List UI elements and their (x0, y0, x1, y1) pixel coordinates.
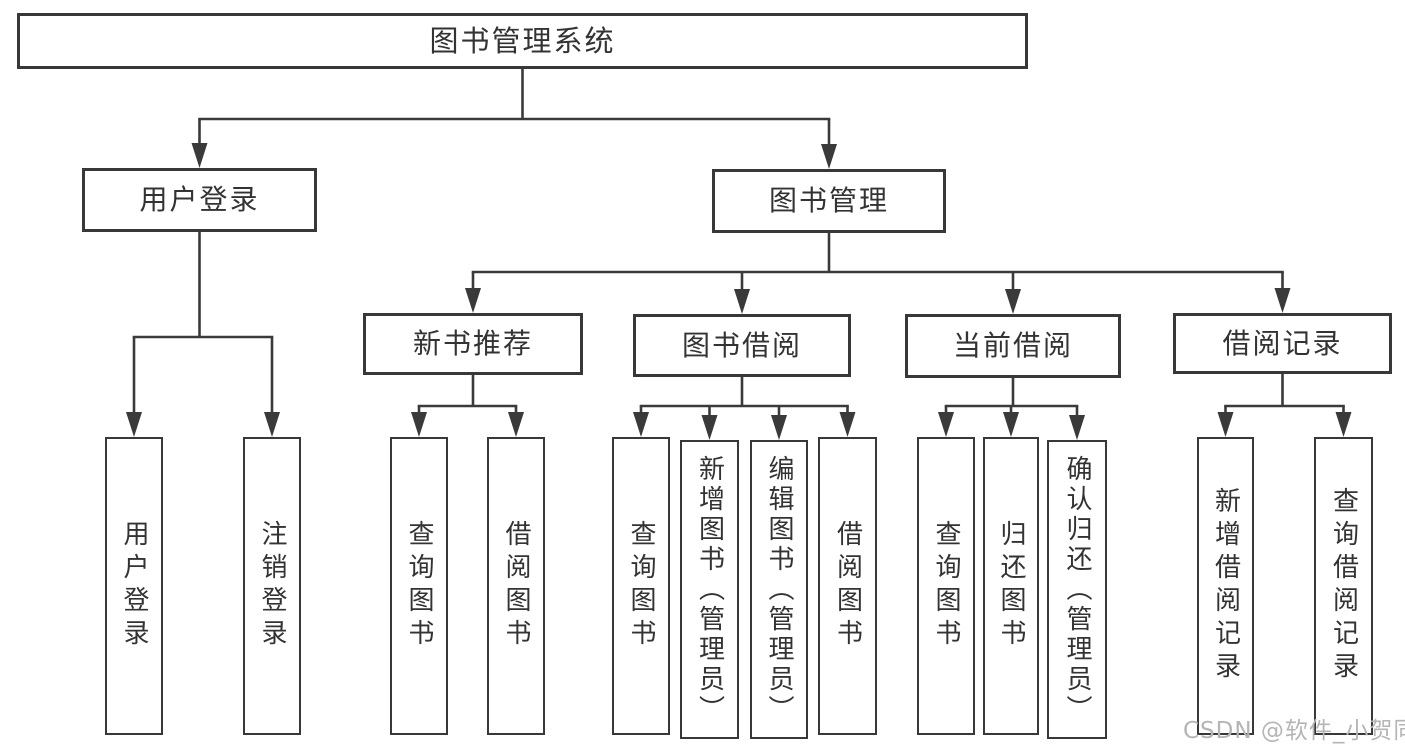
leaf-borrow-books: 借阅图书 (818, 437, 877, 735)
node-label: 图书借阅 (681, 328, 802, 362)
node-book-management: 图书管理 (712, 169, 946, 233)
node-label: 查询图书 (626, 520, 656, 652)
node-label: 编辑图书（管理员） (764, 454, 794, 725)
node-label: 查询图书 (404, 520, 434, 652)
node-label: 新增图书（管理员） (694, 454, 725, 725)
node-label: 新书推荐 (412, 327, 533, 360)
node-book-borrowing: 图书借阅 (633, 314, 851, 377)
node-label: 新增借阅记录 (1210, 487, 1241, 685)
node-label: 借阅图书 (832, 520, 863, 652)
node-user-login: 用户登录 (82, 168, 317, 232)
leaf-edit-books-admin: 编辑图书（管理员） (750, 440, 808, 739)
node-label: 借阅图书 (501, 520, 531, 652)
node-library-system: 图书管理系统 (17, 13, 1028, 69)
node-label: 确认归还（管理员） (1062, 454, 1092, 725)
leaf-add-borrow-record: 新增借阅记录 (1197, 437, 1254, 735)
leaf-query-books-current: 查询图书 (917, 437, 975, 735)
node-label: 当前借阅 (952, 329, 1073, 362)
node-label: 图书管理 (768, 184, 889, 217)
leaf-query-books-borrow: 查询图书 (612, 437, 670, 735)
leaf-user-login: 用户登录 (105, 437, 163, 735)
node-borrowing-records: 借阅记录 (1173, 313, 1392, 374)
node-label: 借阅记录 (1222, 326, 1343, 360)
node-label: 查询图书 (931, 520, 961, 652)
leaf-query-books-recommend: 查询图书 (390, 437, 448, 735)
leaf-borrow-books-recommend: 借阅图书 (487, 437, 545, 735)
node-label: 归还图书 (996, 520, 1026, 652)
node-label: 用户登录 (119, 520, 149, 652)
leaf-logout: 注销登录 (243, 437, 301, 735)
leaf-confirm-return-admin: 确认归还（管理员） (1047, 440, 1107, 739)
node-label: 查询借阅记录 (1328, 487, 1359, 685)
node-label: 图书管理系统 (429, 23, 616, 58)
leaf-query-borrow-record: 查询借阅记录 (1314, 437, 1373, 735)
node-new-book-recommend: 新书推荐 (363, 313, 583, 375)
leaf-add-books-admin: 新增图书（管理员） (680, 440, 739, 739)
node-label: 注销登录 (257, 520, 287, 652)
leaf-return-books: 归还图书 (983, 437, 1039, 735)
node-label: 用户登录 (139, 183, 260, 216)
node-current-borrowing: 当前借阅 (905, 314, 1121, 378)
watermark: CSDN @软件_小贺同学 (1183, 718, 1405, 744)
